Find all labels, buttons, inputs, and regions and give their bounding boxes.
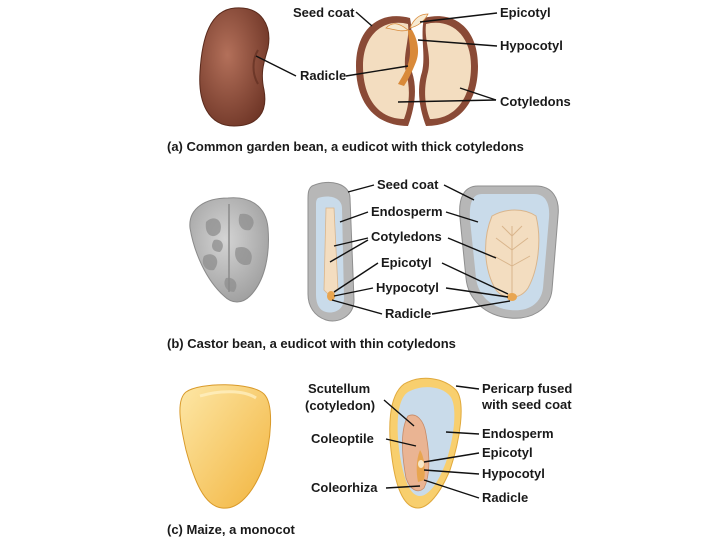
- panel-b: Seed coat Endosperm Cotyledons Epicotyl …: [167, 177, 559, 351]
- label-c-epicotyl: Epicotyl: [482, 445, 533, 460]
- bean-left-cotyledon-inner: [363, 22, 409, 119]
- whole-maize-kernel: [179, 384, 271, 509]
- leader-a-radicle-2: [345, 65, 409, 77]
- caption-a: (a) Common garden bean, a eudicot with t…: [167, 139, 524, 154]
- split-garden-bean: [356, 13, 478, 127]
- leader-b-seed-coat-1: [347, 184, 375, 193]
- leader-c-coleorhiza: [385, 485, 421, 489]
- leader-a-seed-coat: [355, 11, 373, 27]
- castor-side-embryo: [327, 291, 335, 301]
- castor-front-embryo: [507, 293, 517, 301]
- label-c-pericarp-1: Pericarp fused: [482, 381, 572, 396]
- leader-b-endosperm-2: [445, 211, 479, 223]
- panel-c: Scutellum (cotyledon) Coleoptile Coleorh…: [167, 377, 572, 537]
- label-c-coleoptile: Coleoptile: [311, 431, 374, 446]
- caption-b: (b) Castor bean, a eudicot with thin cot…: [167, 336, 456, 351]
- label-b-seed-coat: Seed coat: [377, 177, 439, 192]
- label-b-radicle: Radicle: [385, 306, 431, 321]
- maize-section: [389, 377, 462, 509]
- leader-b-endosperm-1: [339, 211, 369, 223]
- leader-c-scutellum: [383, 399, 415, 427]
- panel-a: Seed coat Radicle Epicotyl Hypocotyl Cot…: [167, 5, 571, 154]
- leader-c-radicle: [423, 479, 480, 499]
- leader-c-endosperm: [445, 431, 480, 435]
- leader-b-seed-coat-2: [443, 184, 475, 201]
- label-c-radicle: Radicle: [482, 490, 528, 505]
- leader-c-hypocotyl: [423, 469, 480, 475]
- label-b-hypocotyl: Hypocotyl: [376, 280, 439, 295]
- leader-b-hypocotyl-2: [445, 287, 509, 298]
- leader-c-pericarp: [455, 385, 480, 390]
- leader-b-cotyledons-2: [329, 239, 369, 263]
- bean-epicotyl-leaves: [385, 13, 429, 32]
- leader-b-cotyledons-1: [333, 237, 369, 247]
- leader-a-radicle-1: [255, 55, 297, 77]
- caption-c: (c) Maize, a monocot: [167, 522, 296, 537]
- label-a-radicle: Radicle: [300, 68, 346, 83]
- label-c-hypocotyl: Hypocotyl: [482, 466, 545, 481]
- leader-b-epicotyl-2: [441, 262, 509, 295]
- leader-c-epicotyl: [423, 452, 480, 463]
- leader-b-epicotyl-1: [333, 262, 379, 293]
- castor-side-section: [307, 182, 355, 322]
- leader-a-cotyledons-2: [459, 87, 497, 101]
- label-a-cotyledons: Cotyledons: [500, 94, 571, 109]
- maize-highlight: [199, 390, 257, 400]
- castor-front-section: [459, 185, 559, 319]
- castor-mottling: [202, 213, 254, 292]
- bean-embryo-axis: [398, 30, 419, 86]
- label-b-endosperm: Endosperm: [371, 204, 443, 219]
- leader-b-cotyledons-3: [447, 237, 497, 259]
- label-c-endosperm: Endosperm: [482, 426, 554, 441]
- label-c-pericarp-2: with seed coat: [481, 397, 572, 412]
- leader-a-epicotyl: [419, 12, 498, 23]
- leader-b-radicle-1: [331, 299, 383, 315]
- leader-b-radicle-2: [431, 300, 511, 315]
- label-a-seed-coat: Seed coat: [293, 5, 355, 20]
- bean-right-cotyledon-inner: [425, 22, 471, 119]
- maize-epicotyl: [418, 460, 424, 468]
- whole-garden-bean: [199, 7, 270, 127]
- leader-a-hypocotyl: [417, 39, 498, 47]
- bean-hilum: [252, 49, 259, 85]
- label-c-scutellum-2: (cotyledon): [305, 398, 375, 413]
- leader-c-coleoptile: [385, 438, 417, 447]
- leader-b-hypocotyl-1: [333, 287, 374, 297]
- label-c-scutellum-1: Scutellum: [308, 381, 370, 396]
- leader-a-cotyledons-1: [397, 99, 497, 103]
- castor-cotyledon-veins: [493, 225, 531, 296]
- label-b-epicotyl: Epicotyl: [381, 255, 432, 270]
- label-a-epicotyl: Epicotyl: [500, 5, 551, 20]
- label-a-hypocotyl: Hypocotyl: [500, 38, 563, 53]
- label-c-coleorhiza: Coleorhiza: [311, 480, 378, 495]
- label-b-cotyledons: Cotyledons: [371, 229, 442, 244]
